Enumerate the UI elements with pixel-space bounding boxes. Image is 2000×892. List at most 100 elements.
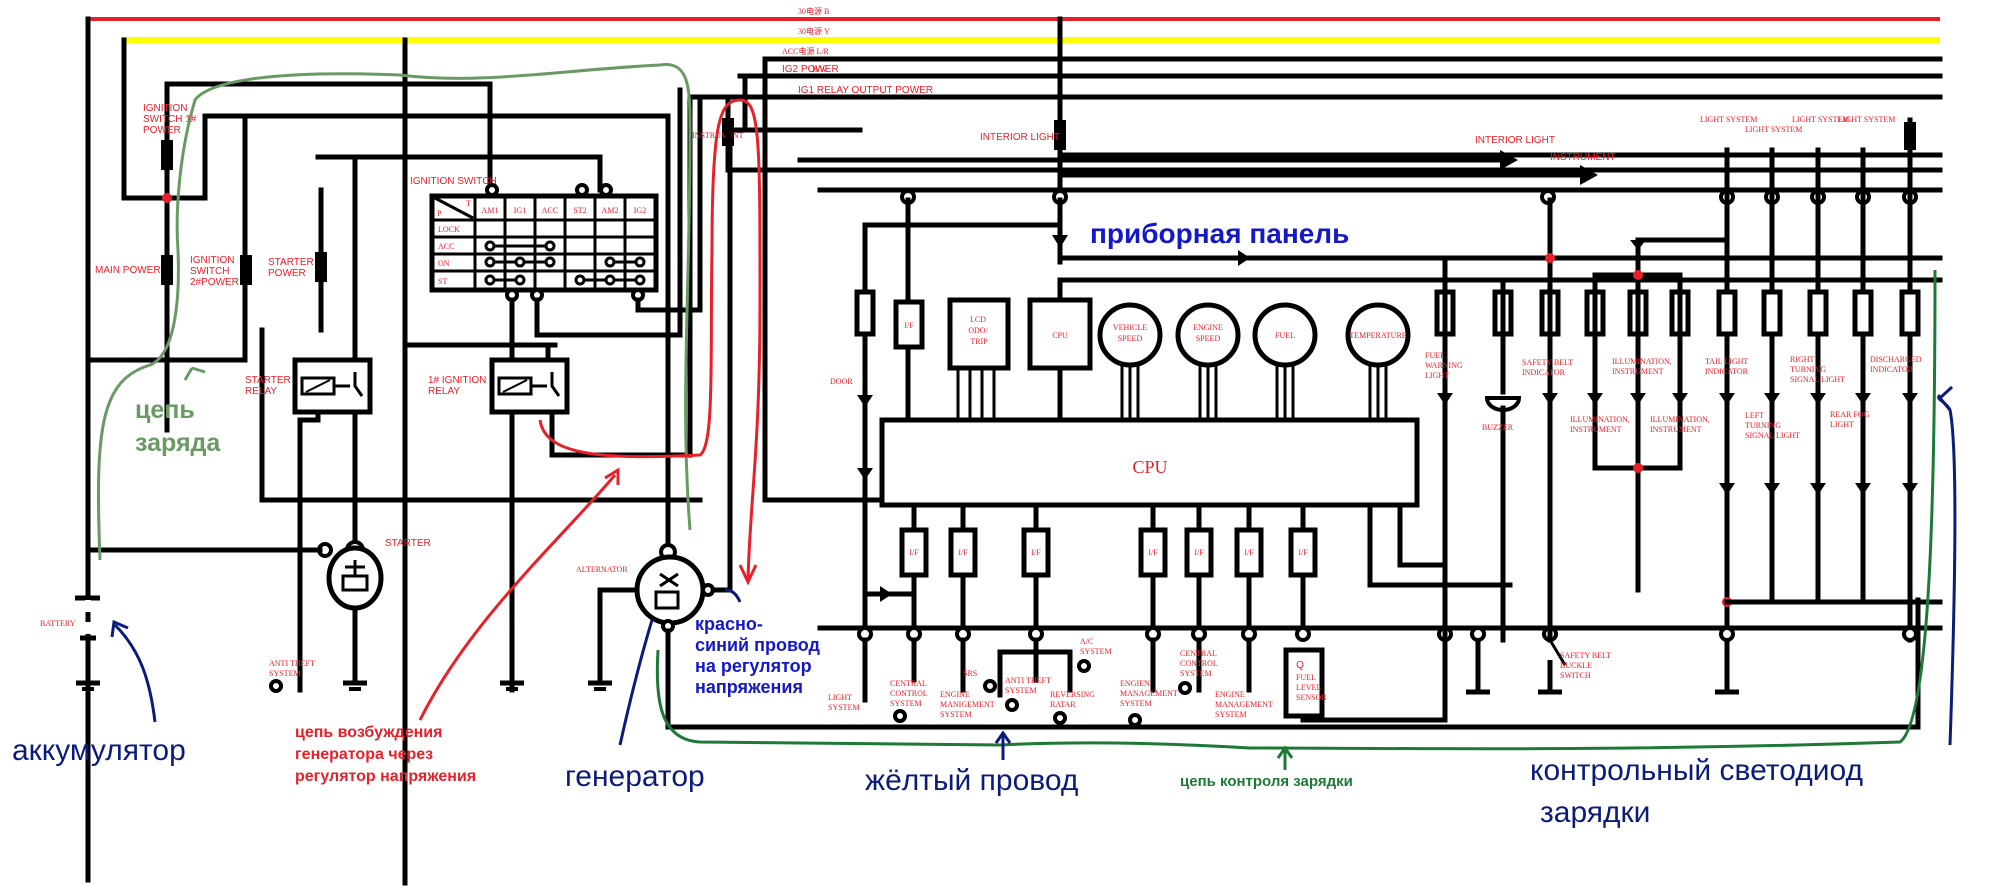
indicator-resistors [1434,289,1921,337]
instrument-panel-title: приборная панель [1090,218,1349,249]
diode-icon [880,586,892,602]
interior-light-fuse-label: INTERIOR LIGHT [980,132,1060,143]
gauge-fuel: FUEL [1252,302,1318,420]
junction-dot [1633,270,1643,280]
ign-col-am1: AM1 [482,206,499,215]
light-system-3: LIGHT SYSTEM [1792,115,1849,124]
diode-icon [1630,240,1646,250]
if-box-label: I/F [904,321,914,330]
lcd-odo-trip [947,297,1011,371]
left-power-section: IGNITION SWITCH 1# POWER MAIN POWER IGNI… [85,37,671,886]
light-system-4: LIGHT SYSTEM [1838,115,1895,124]
svg-text:FUEL: FUEL [1275,331,1295,340]
ign-row-lock: LOCK [438,225,460,234]
ign-corner-t: T [466,199,471,208]
ign-switch-1-power-label: IGNITION SWITCH 1# POWER [143,103,199,136]
ground-symbol [76,680,100,691]
rail-30-y-label: 30电源 Y [798,26,830,36]
arrow-instrument [1580,165,1598,185]
fuse-ig-right [1904,122,1916,150]
diode-icon [1052,235,1068,248]
arrow-interior-light [1500,150,1518,170]
resistor [854,289,876,337]
alternator: ALTERNATOR [576,127,1921,730]
cpu-small-label: CPU [1052,331,1068,340]
battery-label: BATTERY [40,619,76,628]
excitation-circuit-path [538,98,762,581]
cluster-feeds: INSTRUMENT INTERIOR LIGHT INTERIOR LIGHT… [692,16,1943,503]
ground-symbol [343,680,367,691]
ign-switch-2-power-label: IGNITION SWITCH 2#POWER [190,255,239,288]
svg-text:I/F: I/F [909,548,919,557]
svg-text:I/F: I/F [1298,548,1308,557]
instrument-cluster: приборная панель DOOR I/F LCD ODO/ TRIP … [817,197,1943,695]
ground-symbol [500,680,524,691]
fuel-sensor-q: Q [1296,660,1304,671]
if-boxes-lower: I/F I/F I/F I/F I/F I/F I/F [899,502,1318,638]
battery-annotation: аккумулятор [12,734,186,767]
ign-corner-p: P [437,209,442,218]
starter-motor: STARTER [85,538,431,691]
charge-circuit-path [96,62,692,561]
diode-icon [857,468,873,480]
ign-col-ig1: IG1 [514,206,526,215]
generator-annotation: генератор [565,760,705,793]
starter-relay: STARTER RELAY [245,327,703,693]
starter-power-label: STARTER POWER [268,257,317,279]
illumination-left-label: ILLUMINATION,INSTRUMENT [1570,415,1630,434]
arrow-interior-light-label: INTERIOR LIGHT [1475,135,1555,146]
yellow-wire-annotation: жёлтый провод [865,764,1078,797]
terminal-circles [893,659,1192,727]
connector-pins-top [900,189,1918,205]
buzzer-label: BUZZER [1482,423,1514,432]
rail-ig1-label: IG1 RELAY OUTPUT POWER [798,85,933,96]
ign-row-on: ON [438,259,450,268]
indicator-leds [1437,393,1918,495]
anti-theft-left: ANTI THEFT SYSTEM [269,597,524,693]
fuse-main-power [161,255,173,285]
ign-col-am2: AM2 [602,206,619,215]
junction-dot [1545,253,1555,263]
ground-symbol [588,680,612,691]
svg-text:I/F: I/F [1194,548,1204,557]
ignition-switch-title: IGNITION SWITCH [410,176,497,187]
lcd-label: LCD ODO/ TRIP [968,315,990,346]
power-rails: 30电源 B 30电源 Y ACC电源 L/R IG2 POWER B/W IG… [85,6,1943,883]
diode-icon [1238,250,1250,266]
ground-symbols-right [1466,639,1739,695]
alternator-label: ALTERNATOR [576,565,628,574]
illumination-top-label: ILLUMINATION,INSTRUMENT [1612,357,1672,376]
light-system-1: LIGHT SYSTEM [1700,115,1757,124]
ign-row-acc: ACC [438,242,454,251]
svg-text:TEMPERATURE: TEMPERATURE [1349,331,1406,340]
ign-col-st2: ST2 [573,206,586,215]
ign-col-acc: ACC [542,206,558,215]
ignition-switch: IGNITION SWITCH P T AM1 IG1 ACC ST2 AM2 … [402,87,703,348]
fuse-ign-switch-1 [161,140,173,170]
fuse-interior-light [1054,120,1066,150]
light-system-2: LIGHT SYSTEM [1745,125,1802,134]
